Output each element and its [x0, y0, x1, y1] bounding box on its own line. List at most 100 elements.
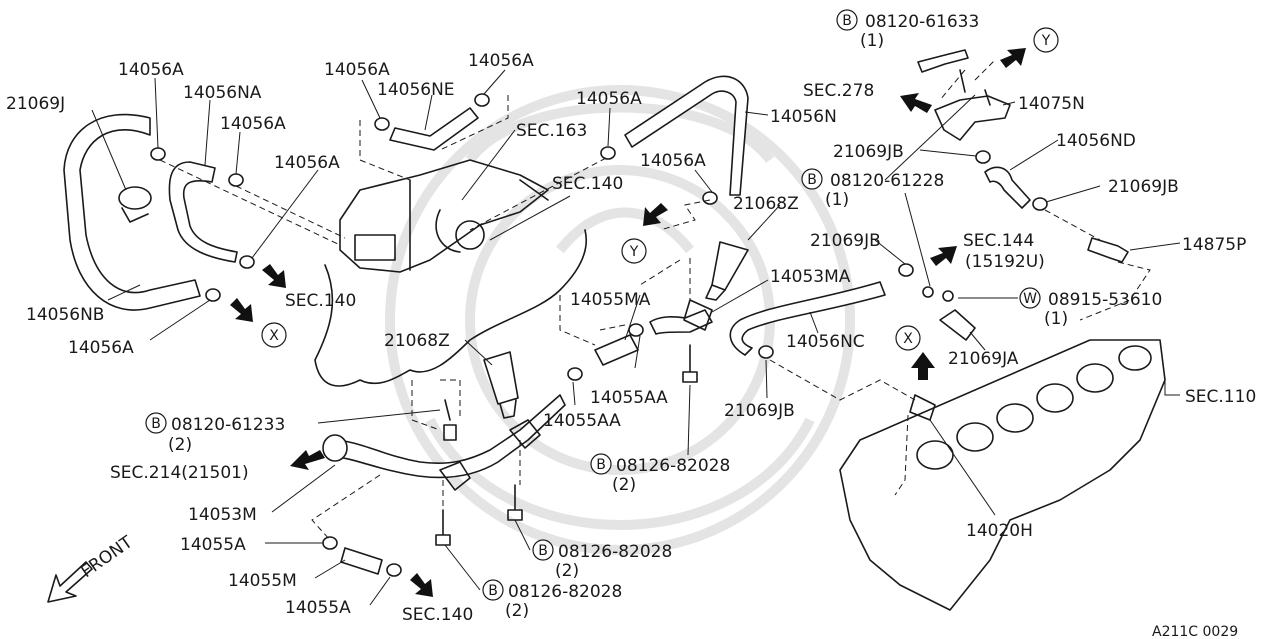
label-14056a-4: 14056A [468, 51, 534, 71]
label-08120-61233: 08120-61233 [171, 415, 285, 435]
label-08120-61233-qty: (2) [168, 435, 192, 455]
label-21068z-upper: 21068Z [733, 194, 799, 214]
label-14055m: 14055M [228, 571, 297, 591]
label-08120-61633: 08120-61633 [865, 12, 979, 32]
label-08915-53610: 08915-53610 [1048, 290, 1162, 310]
direction-arrows [230, 48, 1026, 597]
label-sec140-bottom: SEC.140 [402, 605, 473, 625]
label-14055aa-2: 14055AA [543, 411, 621, 431]
label-14075n: 14075N [1018, 94, 1085, 114]
svg-text:B: B [151, 416, 161, 432]
label-21069jb-2: 21069JB [1108, 177, 1179, 197]
hose-14056n [624, 75, 749, 196]
svg-text:Y: Y [1041, 33, 1051, 49]
label-14055a-2: 14055A [285, 598, 351, 618]
svg-text:X: X [269, 328, 279, 344]
label-21068z-lower: 21068Z [384, 331, 450, 351]
cylinder-block [839, 339, 1166, 611]
label-sec214: SEC.214(21501) [110, 463, 249, 483]
svg-text:W: W [1023, 291, 1037, 307]
plenum-outline [314, 229, 587, 387]
label-sec110: SEC.110 [1185, 387, 1256, 407]
label-sec144: SEC.144 [963, 231, 1034, 251]
svg-text:Y: Y [629, 244, 639, 260]
bracket-21069ja [922, 286, 976, 341]
label-14056a-3: 14056A [324, 60, 390, 80]
part-labels: 21069J 14056A 14056NA 14056A 14056A 1405… [6, 12, 1256, 639]
label-14056a-2: 14056A [220, 114, 286, 134]
svg-text:B: B [538, 543, 548, 559]
label-14055ma: 14055MA [570, 290, 651, 310]
label-08126-82028-2-qty: (2) [555, 561, 579, 581]
label-21069ja: 21069JA [948, 349, 1019, 369]
label-08126-82028-1-qty: (2) [612, 475, 636, 495]
label-sec163: SEC.163 [516, 121, 587, 141]
label-sec140-top: SEC.140 [552, 174, 623, 194]
label-14056a-6: 14056A [576, 89, 642, 109]
label-08120-61633-qty: (1) [860, 31, 884, 51]
arrow-to-y-top [1000, 48, 1026, 68]
label-14056n: 14056N [770, 107, 837, 127]
svg-text:B: B [842, 13, 852, 29]
label-14056na: 14056NA [183, 83, 262, 103]
svg-text:B: B [488, 583, 498, 599]
label-21069jb-4: 21069JB [724, 401, 795, 421]
callout-y-mid: Y [621, 238, 647, 264]
label-08126-82028-1: 08126-82028 [616, 456, 730, 476]
label-08126-82028-3: 08126-82028 [508, 582, 622, 602]
label-14055aa-1: 14055AA [590, 388, 668, 408]
arrow-to-sec144 [930, 246, 957, 266]
hose-14055ma [594, 334, 639, 366]
sealant-tube-upper [705, 241, 749, 301]
label-08126-82028-2: 08126-82028 [558, 542, 672, 562]
hose-14055m [340, 547, 383, 575]
svg-text:B: B [596, 457, 606, 473]
bolt-08120-61633 [917, 49, 969, 73]
label-14056nc: 14056NC [786, 332, 865, 352]
label-14056nb: 14056NB [26, 305, 104, 325]
fastener-prefixes: B B B B B B W [145, 9, 1041, 601]
label-sec140-left: SEC.140 [285, 291, 356, 311]
svg-text:B: B [807, 172, 817, 188]
hose-14056nc [729, 281, 886, 356]
leader-lines [91, 69, 1181, 606]
callout-y-top: Y [1033, 27, 1059, 53]
front-arrow [47, 561, 93, 603]
arrow-to-y-mid [643, 203, 668, 226]
label-14875p: 14875P [1182, 235, 1246, 255]
arrow-to-x-left [230, 298, 253, 322]
fitting-14075n [934, 69, 1011, 141]
label-sec278: SEC.278 [803, 81, 874, 101]
label-14056a-5: 14056A [274, 153, 340, 173]
label-14056ne: 14056NE [377, 80, 455, 100]
arrow-to-sec214 [290, 450, 325, 470]
label-front: FRONT [77, 532, 137, 582]
label-21069j: 21069J [6, 94, 65, 114]
label-08120-61228: 08120-61228 [830, 171, 944, 191]
svg-text:X: X [903, 331, 913, 347]
label-21069jb-3: 21069JB [810, 231, 881, 251]
label-14056nd: 14056ND [1056, 131, 1136, 151]
pipe-14053ma [649, 299, 713, 335]
callout-x-left: X [261, 322, 287, 348]
arrow-to-sec278 [900, 93, 932, 113]
label-14053m: 14053M [188, 505, 257, 525]
callouts: X X X Y Y [261, 27, 1059, 351]
label-14056a-1: 14056A [118, 60, 184, 80]
label-08126-82028-3-qty: (2) [505, 601, 529, 621]
arrow-to-x-right [911, 352, 935, 380]
label-08915-53610-qty: (1) [1044, 309, 1068, 329]
hose-14056ne [389, 107, 479, 151]
sealant-tube-lower [483, 351, 519, 419]
arrow-to-sec140-top [262, 264, 286, 288]
label-21069jb-1: 21069JB [833, 142, 904, 162]
bolts [435, 344, 698, 546]
label-15192u: (15192U) [965, 252, 1045, 272]
callout-x-right: X [895, 325, 921, 351]
label-08120-61228-qty: (1) [825, 190, 849, 210]
label-14056a-7: 14056A [68, 338, 134, 358]
label-14055a-1: 14055A [180, 535, 246, 555]
hose-14056nd [984, 166, 1031, 209]
label-14020h: 14020H [966, 521, 1033, 541]
